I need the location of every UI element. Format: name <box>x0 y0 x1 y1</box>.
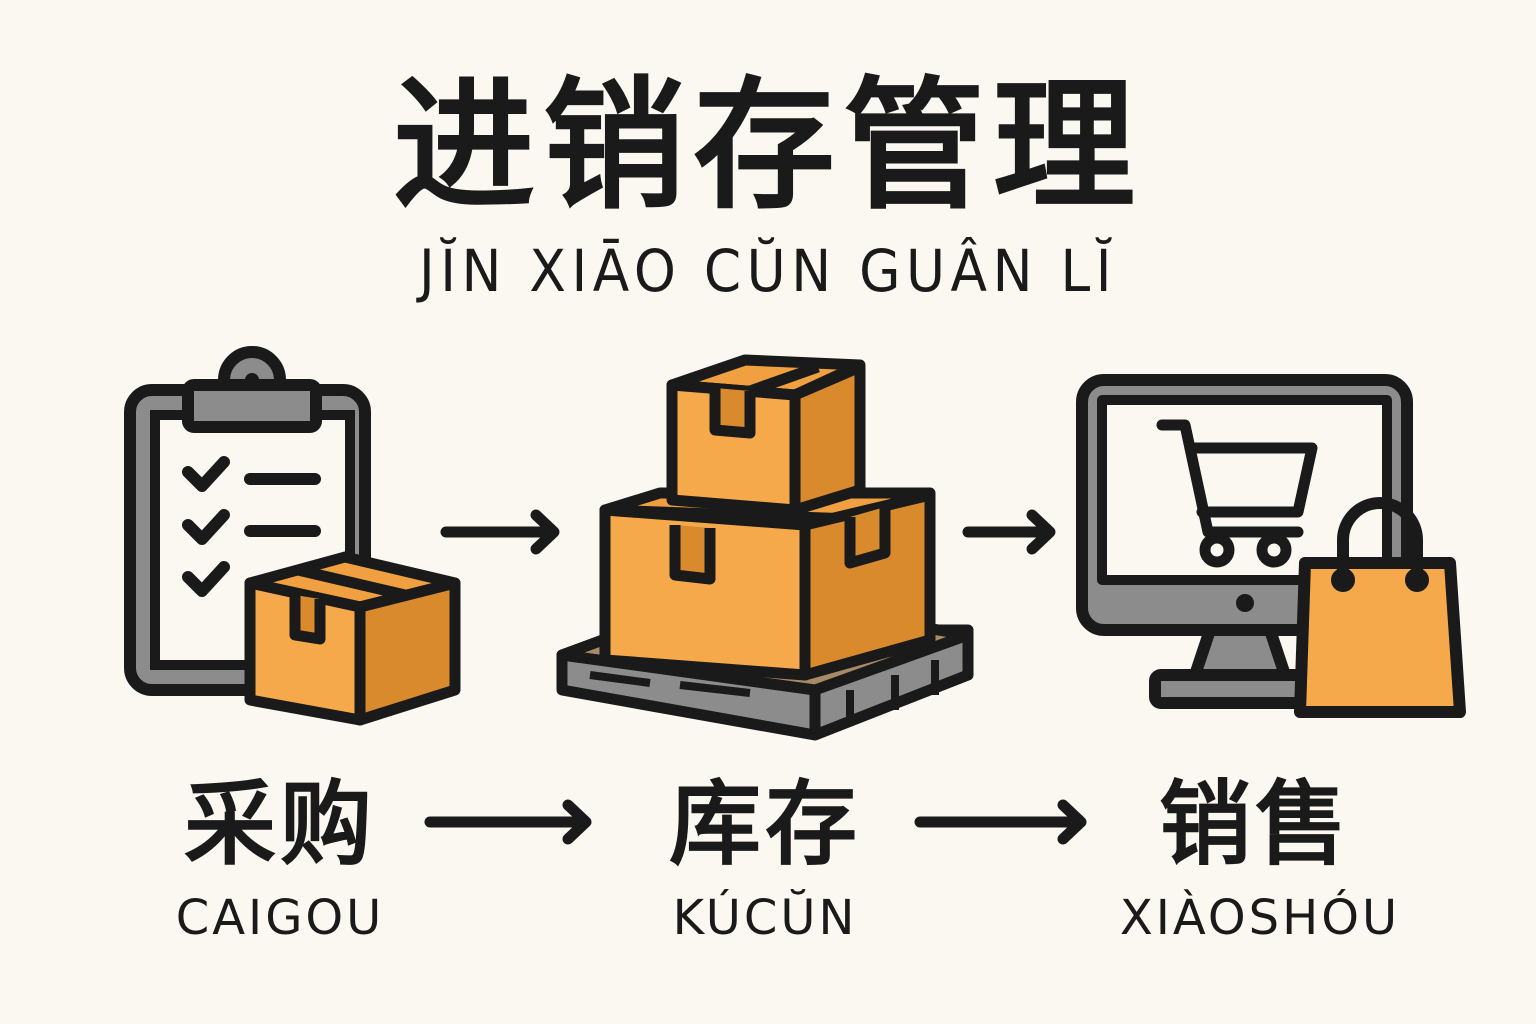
checkmark-icon <box>182 456 230 597</box>
stage-pinyin-procurement: CAIGOU <box>175 890 385 946</box>
clipboard-checklist-with-box-icon <box>124 346 461 726</box>
large-box-icon <box>599 487 936 681</box>
small-box-icon <box>666 354 866 516</box>
stacked-boxes-on-pallet-icon <box>556 354 974 741</box>
flow-arrow-icon <box>914 799 1087 845</box>
stage-pinyin-sales: XIÀOSHÓU <box>1119 890 1401 946</box>
computer-with-cart-and-shopping-bag-icon <box>1076 374 1466 718</box>
page-title-pinyin: JĬN XIĀO CŬN GUÂN LĬ <box>418 237 1118 305</box>
stage-label-procurement: 采购 <box>183 771 376 878</box>
flow-arrow-icon <box>424 799 592 845</box>
flow-arrow-icon <box>962 509 1056 555</box>
stage-label-inventory: 库存 <box>668 771 861 878</box>
stage-pinyin-inventory: KÚCŬN <box>672 890 858 946</box>
page-title: 进销存管理 <box>393 64 1143 229</box>
monitor-icon <box>1076 374 1413 709</box>
shopping-cart-icon <box>1156 419 1318 568</box>
stage-label-sales: 销售 <box>1158 771 1351 878</box>
clipboard-icon <box>124 346 371 696</box>
cardboard-box-icon <box>244 551 461 726</box>
shopping-bag-icon <box>1294 497 1466 718</box>
flow-arrow-icon <box>440 509 560 555</box>
